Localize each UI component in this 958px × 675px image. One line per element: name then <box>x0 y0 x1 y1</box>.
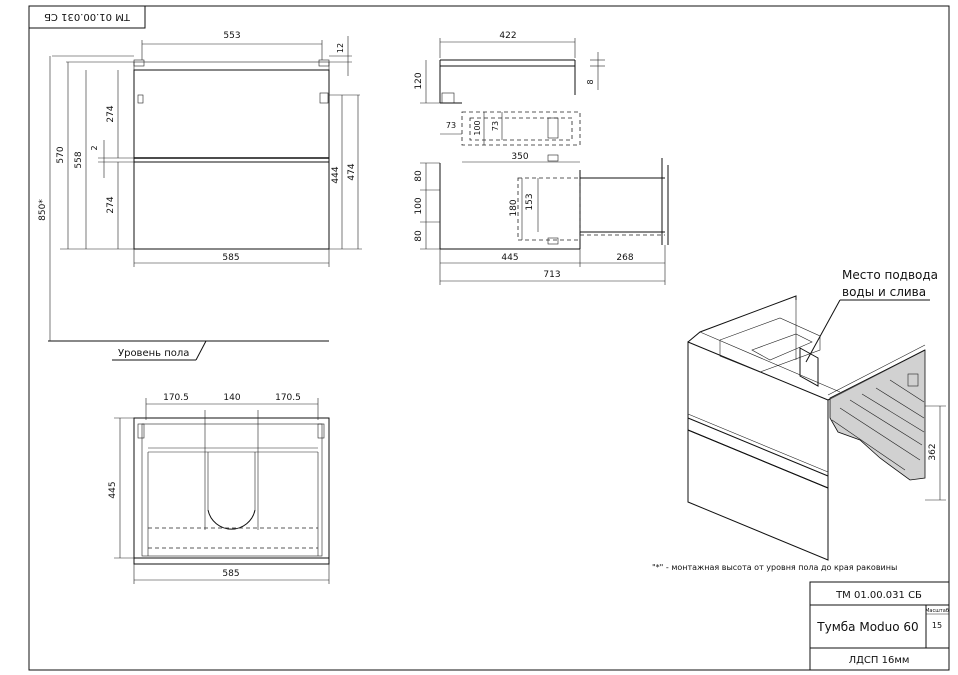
front-cabinet-body <box>133 69 330 250</box>
title-scale-label: Масштаб <box>925 608 949 614</box>
dim-274-lower: 274 <box>106 196 116 213</box>
side-view: 422 120 8 73 100 73 350 80 100 80 180 <box>414 31 669 285</box>
title-scale-value: 15 <box>932 621 942 630</box>
dim-120: 120 <box>414 72 424 89</box>
footnote: "*" - монтажная высота от уровня пола до… <box>652 563 897 572</box>
dim-170-5-left: 170.5 <box>163 393 189 403</box>
dim-100-upper: 100 <box>473 120 482 135</box>
dim-713: 713 <box>543 270 560 280</box>
sheet-frame <box>28 5 950 671</box>
top-view: 170.5 140 170.5 445 585 <box>108 393 330 584</box>
top-view-outline <box>133 417 330 559</box>
dim-140: 140 <box>223 393 240 403</box>
dim-850: 850* <box>38 199 48 221</box>
title-name: Тумба Moduo 60 <box>816 620 918 634</box>
dim-422: 422 <box>499 31 516 41</box>
title-material: ЛДСП 16мм <box>849 655 910 666</box>
callout-line-2: воды и слива <box>842 285 926 299</box>
dim-8: 8 <box>586 79 595 84</box>
dim-153: 153 <box>525 193 535 210</box>
dim-350: 350 <box>511 152 528 162</box>
dim-553: 553 <box>223 31 240 41</box>
mirrored-code-box: ТМ 01.00.031 СБ <box>28 5 146 29</box>
dim-558: 558 <box>74 151 84 168</box>
dim-80-top: 80 <box>414 170 424 182</box>
dim-80-bottom: 80 <box>414 230 424 242</box>
front-view: 553 12 850* 570 558 274 2 274 444 474 <box>38 31 362 361</box>
dim-100-lower: 100 <box>414 197 424 214</box>
dim-445-top: 445 <box>108 481 118 498</box>
title-block: ТМ 01.00.031 СБ Тумба Moduo 60 Масштаб 1… <box>809 581 950 671</box>
dim-268: 268 <box>616 253 633 263</box>
dim-12: 12 <box>336 43 345 53</box>
callout-line-1: Место подвода <box>842 268 938 282</box>
dim-585-front: 585 <box>222 253 239 263</box>
dim-445-side: 445 <box>501 253 518 263</box>
dim-73-vertical: 73 <box>491 121 500 131</box>
mirrored-code-text: ТМ 01.00.031 СБ <box>44 11 131 22</box>
dim-585-top: 585 <box>222 569 239 579</box>
dim-2: 2 <box>90 145 99 150</box>
dim-444: 444 <box>331 166 341 183</box>
dim-170-5-right: 170.5 <box>275 393 301 403</box>
dim-180: 180 <box>509 199 519 216</box>
dim-274-upper: 274 <box>106 105 116 122</box>
floor-level-label: Уровень пола <box>118 348 189 359</box>
dim-362: 362 <box>928 443 938 460</box>
dim-474: 474 <box>347 163 357 180</box>
isometric-view: Место подвода воды и слива 362 <box>687 268 946 561</box>
dim-570: 570 <box>56 146 66 163</box>
dim-73-horizontal: 73 <box>446 121 456 130</box>
title-code: ТМ 01.00.031 СБ <box>835 590 922 601</box>
